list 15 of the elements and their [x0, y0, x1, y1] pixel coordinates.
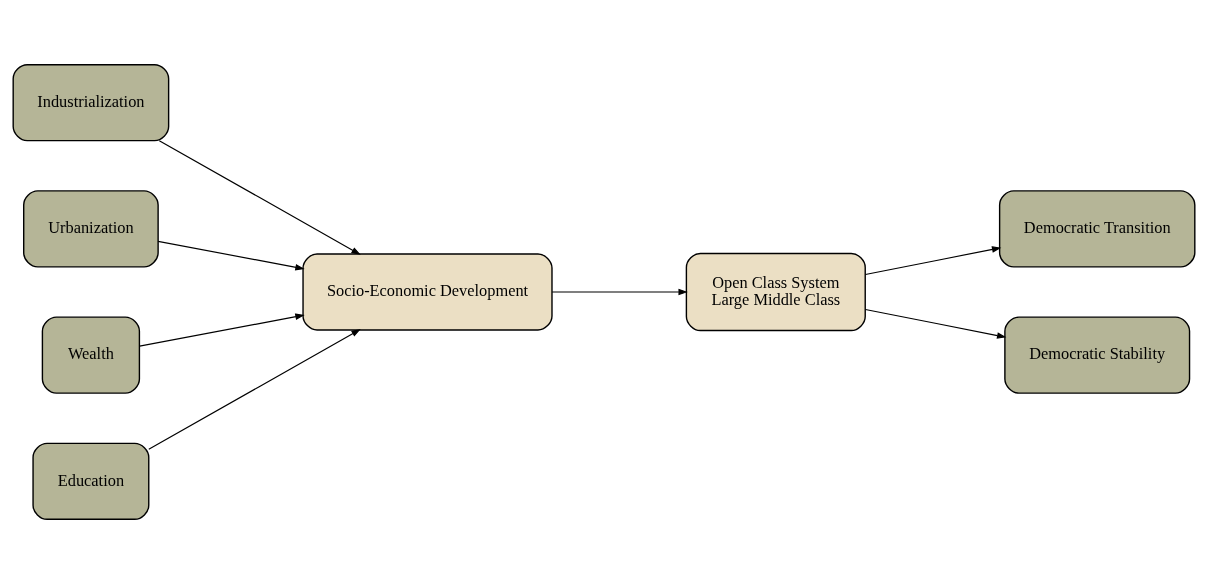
node-box: Industrialization [12, 64, 170, 142]
arrow [551, 288, 688, 296]
arrow [158, 140, 361, 255]
arrow [157, 240, 305, 271]
arrow [139, 313, 305, 347]
node-box: Socio-Economic Development [302, 253, 553, 331]
arrow [148, 329, 361, 450]
node-box: Democratic Stability [1004, 316, 1191, 394]
node-box: Wealth [41, 316, 141, 394]
node-box: Open Class System Large Middle Class [685, 252, 866, 332]
arrow [864, 246, 1002, 276]
node-box: Democratic Transition [998, 190, 1196, 268]
node-box: Urbanization [23, 190, 159, 268]
arrow [864, 308, 1007, 339]
node-box: Education [32, 442, 150, 521]
